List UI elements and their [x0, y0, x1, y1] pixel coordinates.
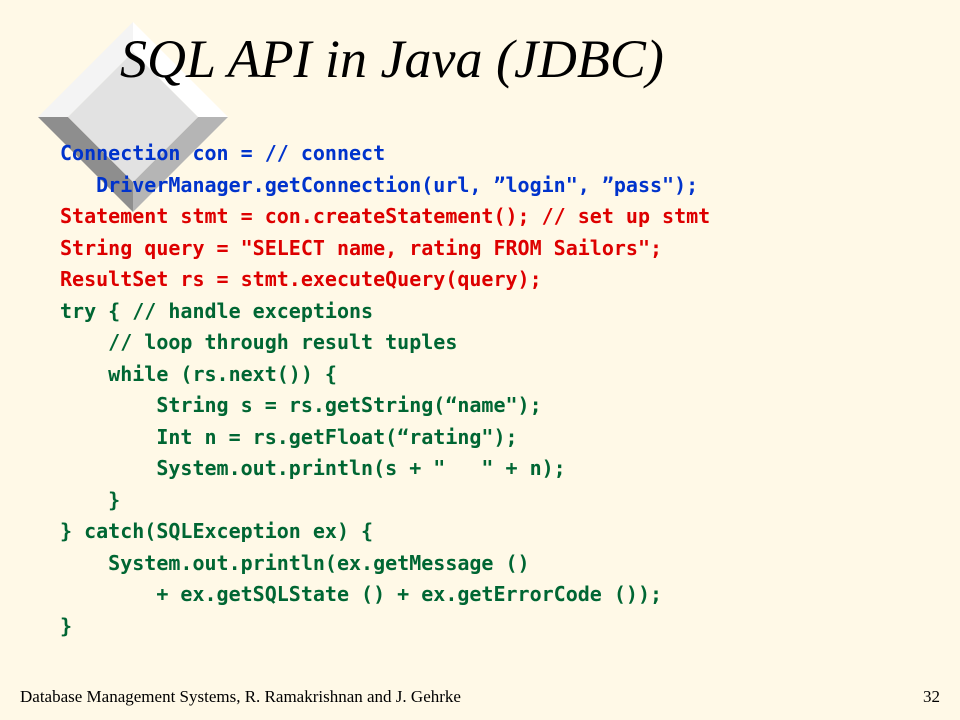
code-line: while (rs.next()) {: [60, 361, 337, 386]
code-line: String s = rs.getString(“name");: [60, 393, 542, 417]
code-line: ResultSet rs = stmt.executeQuery(query);: [60, 267, 542, 291]
diamond-bevel-bottom-right: [133, 117, 228, 212]
code-line: Statement stmt = con.createStatement(); …: [60, 204, 711, 228]
slide-title: SQL API in Java (JDBC): [120, 29, 664, 89]
code-line: String query = "SELECT name, rating FROM…: [60, 235, 663, 260]
diamond-face: [68, 52, 198, 182]
code-line: Int n = rs.getFloat(“rating");: [60, 424, 518, 449]
code-line: // loop through result tuples: [60, 330, 458, 354]
code-line: }: [60, 613, 73, 638]
diamond-bevel-bottom-left: [38, 117, 133, 212]
code-line: Connection con = // connect: [60, 141, 386, 165]
code-line: System.out.println(ex.getMessage (): [60, 550, 530, 575]
diamond-bullet-icon: [38, 22, 228, 212]
code-line: DriverManager.getConnection(url, ”login"…: [60, 172, 699, 197]
diamond-bevel-top-right: [133, 22, 228, 117]
code-block: Connection con = // connect DriverManage…: [60, 138, 710, 642]
page-number: 32: [923, 687, 940, 706]
diamond-bevel-top-left: [38, 22, 133, 117]
code-line: + ex.getSQLState () + ex.getErrorCode ()…: [60, 582, 663, 606]
code-line: System.out.println(s + " " + n);: [60, 456, 566, 480]
footer-credit: Database Management Systems, R. Ramakris…: [20, 687, 461, 706]
code-line: } catch(SQLException ex) {: [60, 519, 374, 543]
code-line: }: [60, 487, 121, 512]
code-line: try { // handle exceptions: [60, 298, 374, 323]
